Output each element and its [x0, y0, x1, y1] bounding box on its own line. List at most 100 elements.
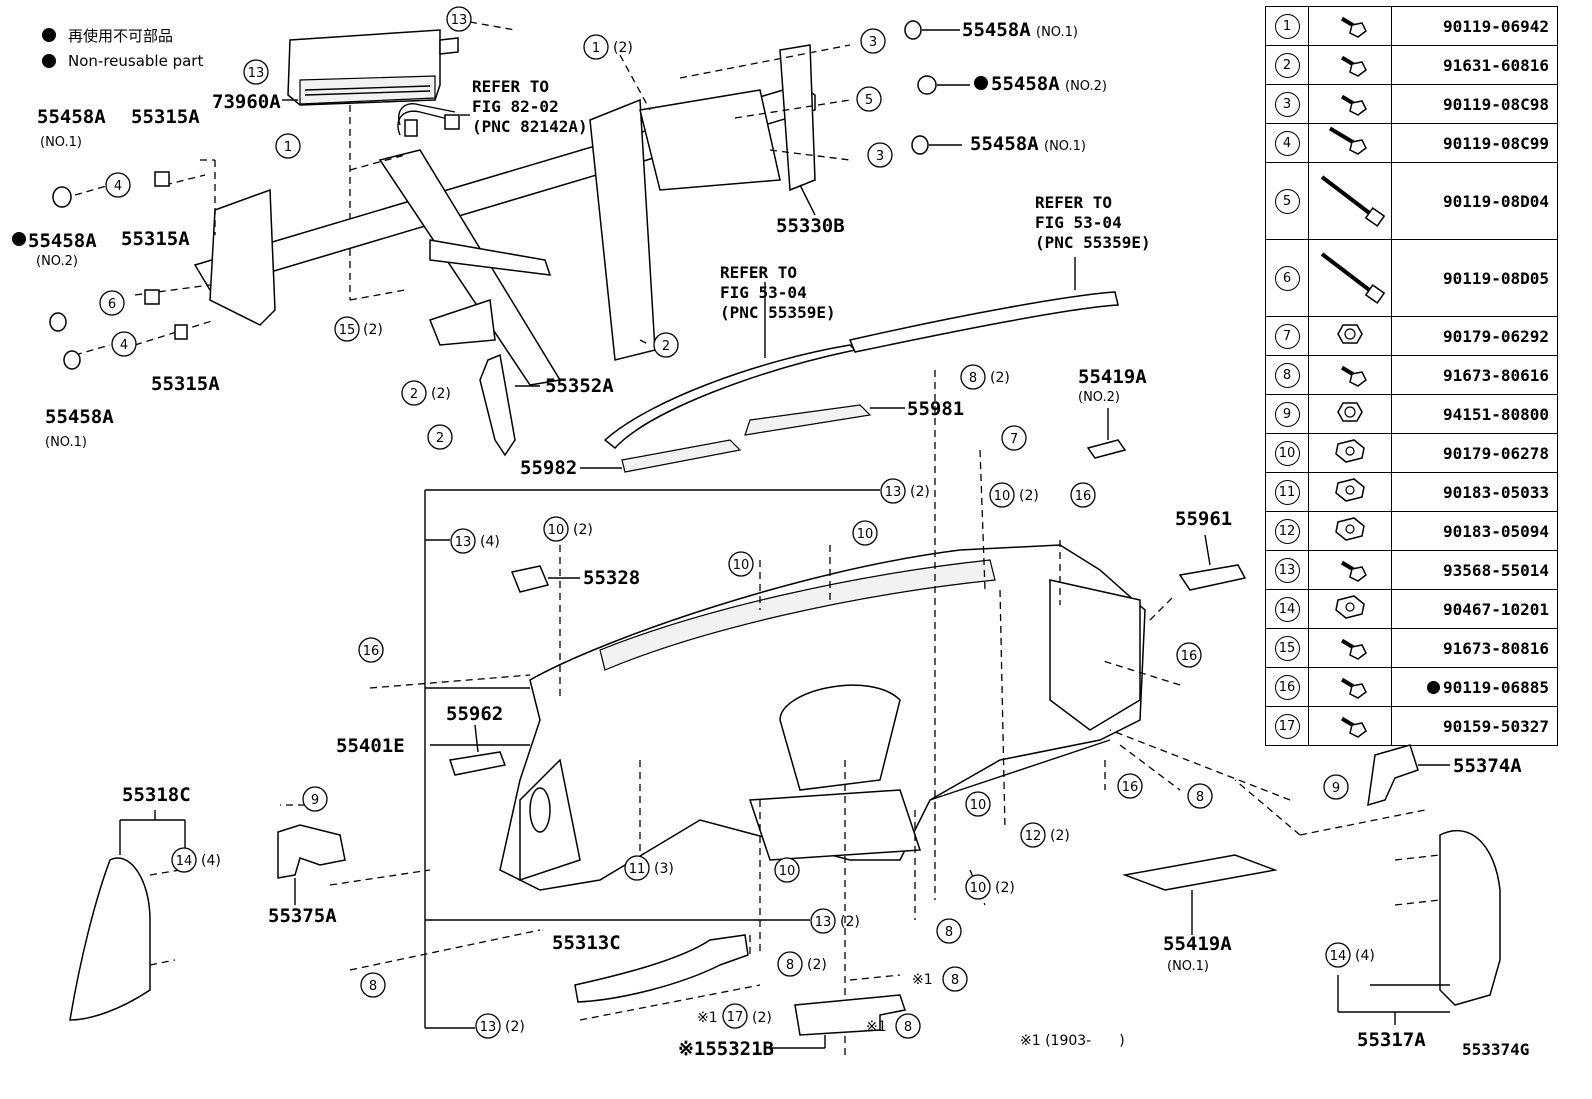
callout-8-b: 8 [936, 918, 962, 944]
svg-text:8: 8 [904, 1020, 912, 1035]
part-number-cell: 90179-06292 [1391, 316, 1558, 356]
bracket-55313C [574, 934, 751, 1003]
callout-number: 5 [1274, 188, 1300, 214]
callout-11: 11 [624, 855, 650, 881]
clip-w-icon [1308, 589, 1392, 629]
callout-number: 4 [1274, 130, 1300, 156]
bolt-icon [1308, 628, 1392, 668]
callout-number-cell: 15 [1265, 628, 1309, 668]
svg-text:9: 9 [1332, 781, 1340, 796]
nut-55458A-right [904, 20, 970, 155]
callout-number-cell: 1 [1265, 6, 1309, 46]
refer3-line1: REFER TO [1035, 193, 1112, 212]
label-55458A-no1-top: 55458A [37, 106, 106, 128]
label-55419A-no2: 55419A [1078, 366, 1147, 388]
part-number-cell: 90179-06278 [1391, 433, 1558, 473]
bolt-icon [1308, 667, 1392, 707]
qty-14-a: (4) [201, 853, 221, 869]
svg-text:17: 17 [727, 1010, 744, 1025]
callout-8-top: 8 [960, 364, 986, 390]
callout-number: 11 [1274, 479, 1300, 505]
wire-harness [397, 103, 470, 137]
svg-text:14: 14 [176, 854, 193, 869]
qty-13-mid: (2) [910, 484, 930, 500]
callout-number: 15 [1274, 635, 1300, 661]
part-number-cell: 91673-80816 [1391, 628, 1558, 668]
callout-number-cell: 13 [1265, 550, 1309, 590]
svg-text:16: 16 [1181, 649, 1198, 664]
qty-14-b: (4) [1355, 948, 1375, 964]
table-row: 11 90183-05033 [1265, 472, 1558, 512]
part-number-cell: 94151-80800 [1391, 394, 1558, 434]
label-55961: 55961 [1175, 508, 1232, 530]
label-55315A-top: 55315A [131, 106, 200, 128]
callout-number: 17 [1274, 713, 1300, 739]
callout-10-g: 10 [965, 874, 991, 900]
callout-13-airbag: 13 [243, 59, 269, 85]
svg-text:10: 10 [733, 558, 750, 573]
svg-text:13: 13 [455, 535, 472, 550]
label-55458A-no2: 55458A [28, 230, 97, 252]
refer1-line1: REFER TO [472, 77, 549, 96]
qty-8-top: (2) [990, 370, 1010, 386]
note-mark-17: ※1 [697, 1010, 718, 1026]
label-55982: 55982 [520, 457, 577, 479]
part-number: 90183-05094 [1443, 521, 1549, 541]
callout-1-left: 1 [275, 133, 301, 159]
callout-number-cell: 7 [1265, 316, 1309, 356]
svg-text:2: 2 [662, 339, 670, 354]
legend-non-reusable: Non-reusable part [68, 52, 203, 70]
callout-2-b: 2 [401, 380, 427, 406]
instrument-panel-55401E [329, 370, 1426, 1055]
svg-text:16: 16 [1075, 489, 1092, 504]
part-number-cell: 91631-60816 [1391, 45, 1558, 85]
qty-13-left: (4) [480, 534, 500, 550]
svg-text:13: 13 [451, 13, 468, 28]
callout-16-c: 16 [1176, 642, 1202, 668]
clip-icon [1308, 472, 1392, 512]
refer2-line3: (PNC 55359E) [720, 303, 836, 322]
svg-text:4: 4 [114, 179, 122, 194]
label-55375A: 55375A [268, 905, 337, 927]
cover-55318C [69, 810, 186, 1021]
stud-long-icon [1308, 162, 1392, 240]
callout-number-cell: 12 [1265, 511, 1309, 551]
label-55419A-no1-sub: (NO.1) [1167, 959, 1209, 974]
svg-text:7: 7 [1010, 432, 1018, 447]
refer2-line2: FIG 53-04 [720, 283, 807, 302]
part-number: 90119-08C99 [1443, 133, 1549, 153]
svg-text:2: 2 [410, 387, 418, 402]
label-55458A-r3: 55458A [970, 133, 1039, 155]
callout-13-low: 13 [810, 908, 836, 934]
qty-1-top: (2) [613, 40, 633, 56]
part-number: 90467-10201 [1443, 599, 1549, 619]
svg-text:10: 10 [970, 798, 987, 813]
part-number: 90179-06278 [1443, 443, 1549, 463]
nut-icon [1308, 316, 1392, 356]
part-number-cell: 90183-05033 [1391, 472, 1558, 512]
label-55318C: 55318C [122, 784, 191, 806]
label-55328: 55328 [583, 567, 640, 589]
callout-8-e: 8 [942, 966, 968, 992]
label-55962: 55962 [446, 703, 503, 725]
callout-4-a: 4 [105, 172, 131, 198]
pad-55419A-no1 [1122, 854, 1278, 935]
callout-number-cell: 8 [1265, 355, 1309, 395]
qty-12: (2) [1050, 828, 1070, 844]
svg-text:11: 11 [629, 862, 646, 877]
callout-number: 1 [1274, 13, 1300, 39]
callout-3-b: 3 [867, 142, 893, 168]
part-number: 90119-08D05 [1443, 268, 1549, 288]
callout-10-a: 10 [989, 482, 1015, 508]
legend: 再使用不可部品 Non-reusable part [42, 27, 203, 70]
callout-number-cell: 5 [1265, 162, 1309, 240]
cover-55317A [1337, 829, 1501, 1025]
vent-55962 [449, 751, 507, 776]
part-number: 91673-80816 [1443, 638, 1549, 658]
bolt-icon [1308, 706, 1392, 746]
part-number: 93568-55014 [1443, 560, 1549, 580]
